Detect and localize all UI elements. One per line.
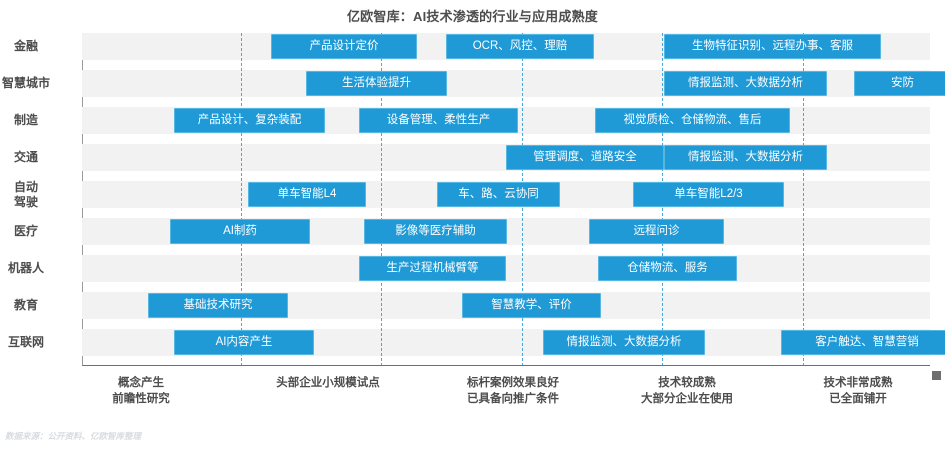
bar-item[interactable]: 仓储物流、服务 [598, 256, 737, 281]
bar-item[interactable]: 管理调度、道路安全 [506, 145, 664, 170]
y-axis-label-cat-internet: 互联网 [0, 335, 66, 350]
gridline-stage-5 [803, 33, 804, 366]
x-axis-label-stage-4: 技术较成熟大部分企业在使用 [597, 375, 777, 407]
y-axis-label-cat-smart-city: 智慧城市 [0, 76, 66, 91]
x-axis-label-line: 已具备向推广条件 [467, 393, 559, 405]
x-axis-label-line: 概念产生 [118, 377, 164, 389]
bar-item[interactable]: 设备管理、柔性生产 [359, 108, 518, 133]
y-axis-label-cat-manufacturing: 制造 [0, 113, 66, 128]
y-axis-label-line: 教育 [13, 298, 38, 312]
x-axis-label-stage-3: 标杆案例效果良好已具备向推广条件 [423, 375, 603, 407]
axis-corner-mark [932, 371, 941, 380]
y-axis-label-line: 智慧城市 [1, 76, 50, 90]
y-axis-label-line: 金融 [13, 39, 38, 53]
chart-title: 亿欧智库：AI技术渗透的行业与应用成熟度 [346, 9, 598, 24]
x-axis-label-line: 头部企业小规模试点 [276, 377, 380, 389]
bar-item[interactable]: 视觉质检、仓储物流、售后 [595, 108, 790, 133]
x-axis-label-stage-5: 技术非常成熟已全面铺开 [768, 375, 945, 407]
y-axis-label-line: 自动 [13, 179, 38, 194]
x-axis-label-line: 标杆案例效果良好 [467, 377, 559, 389]
bar-item[interactable]: 影像等医疗辅助 [364, 219, 507, 244]
bar-item[interactable]: 车、路、云协同 [437, 182, 560, 207]
x-axis-label-line: 大部分企业在使用 [641, 393, 733, 405]
y-axis-label-line: 医疗 [13, 224, 38, 238]
y-axis-label-line: 互联网 [7, 335, 44, 349]
y-axis-label-cat-education: 教育 [0, 298, 66, 313]
y-axis-label-line: 机器人 [7, 261, 44, 275]
bar-item[interactable]: 生物特征识别、远程办事、客服 [664, 34, 881, 59]
bar-item[interactable]: 基础技术研究 [148, 293, 288, 318]
y-axis-label-cat-healthcare: 医疗 [0, 224, 66, 239]
bar-item[interactable]: 客户触达、智慧营销 [781, 330, 945, 355]
source-note: 数据来源：公开资料、亿欧智库整理 [5, 431, 142, 441]
bar-item[interactable]: 情报监测、大数据分析 [664, 145, 827, 170]
x-axis-label-stage-1: 概念产生前瞻性研究 [51, 375, 231, 407]
y-axis-label-line: 制造 [13, 113, 38, 127]
bar-item[interactable]: 情报监测、大数据分析 [664, 71, 827, 96]
y-axis-label-line: 交通 [13, 150, 38, 164]
x-axis-label-line: 已全面铺开 [829, 393, 887, 405]
y-axis-label-cat-autonomous-driving: 自动驾驶 [0, 180, 66, 210]
bar-item[interactable]: AI制药 [170, 219, 310, 244]
bar-item[interactable]: OCR、风控、理赔 [446, 34, 594, 59]
x-axis-label-line: 前瞻性研究 [112, 393, 170, 405]
bar-item[interactable]: 生活体验提升 [306, 71, 447, 96]
bar-item[interactable]: 单车智能L4 [248, 182, 366, 207]
bar-item[interactable]: 产品设计定价 [271, 34, 417, 59]
bar-item[interactable]: 产品设计、复杂装配 [174, 108, 325, 133]
bar-item[interactable]: 安防 [854, 71, 945, 96]
y-axis-label-cat-finance: 金融 [0, 39, 66, 54]
bar-item[interactable]: 智慧教学、评价 [462, 293, 601, 318]
gridline-stage-1 [241, 33, 242, 366]
y-axis-label-line: 驾驶 [13, 194, 38, 209]
y-axis-label-cat-transport: 交通 [0, 150, 66, 165]
bar-item[interactable]: AI内容产生 [174, 330, 314, 355]
bar-item[interactable]: 远程问诊 [589, 219, 724, 244]
x-axis-label-line: 技术较成熟 [658, 377, 716, 389]
bar-item[interactable]: 情报监测、大数据分析 [543, 330, 705, 355]
bar-item[interactable]: 单车智能L2/3 [633, 182, 784, 207]
gridline-stage-2 [381, 33, 382, 366]
x-axis-label-line: 技术非常成熟 [823, 377, 893, 389]
row-band [82, 255, 930, 282]
y-axis-label-cat-robotics: 机器人 [0, 261, 66, 276]
x-axis-label-stage-2: 头部企业小规模试点 [238, 375, 418, 391]
bar-item[interactable]: 生产过程机械臂等 [359, 256, 506, 281]
